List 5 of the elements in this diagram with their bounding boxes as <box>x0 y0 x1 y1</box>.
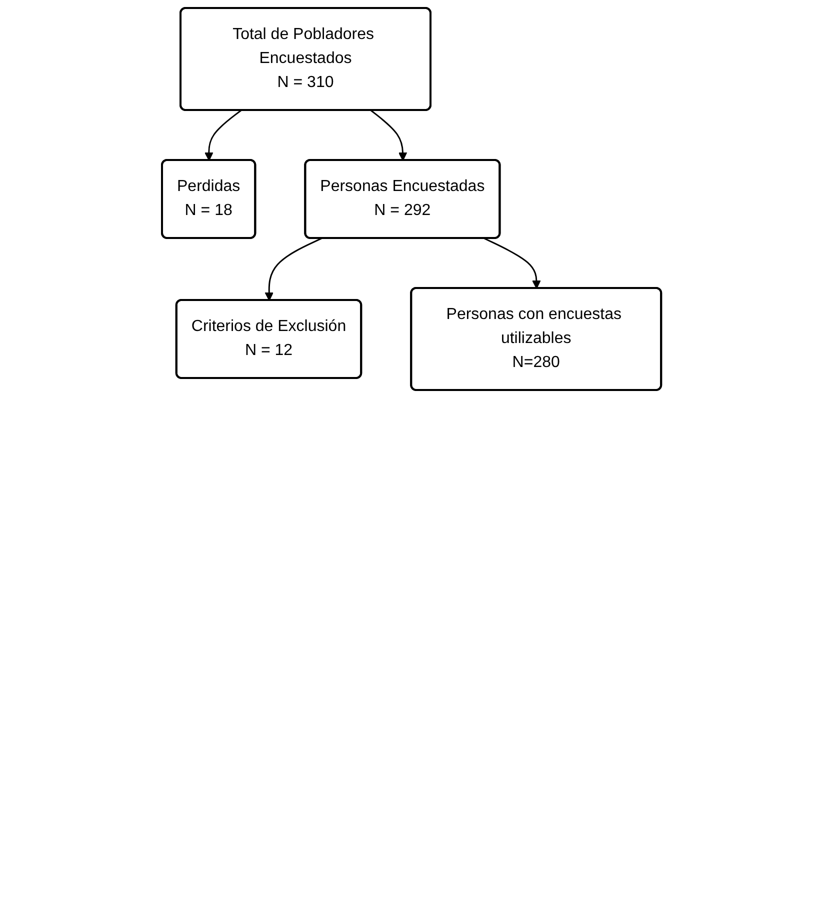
arrow <box>265 238 322 301</box>
arrow <box>371 110 408 161</box>
arrow <box>204 110 242 161</box>
node-text: Total de Pobladores Encuestados N = 310 <box>233 26 374 91</box>
arrow <box>484 238 542 289</box>
